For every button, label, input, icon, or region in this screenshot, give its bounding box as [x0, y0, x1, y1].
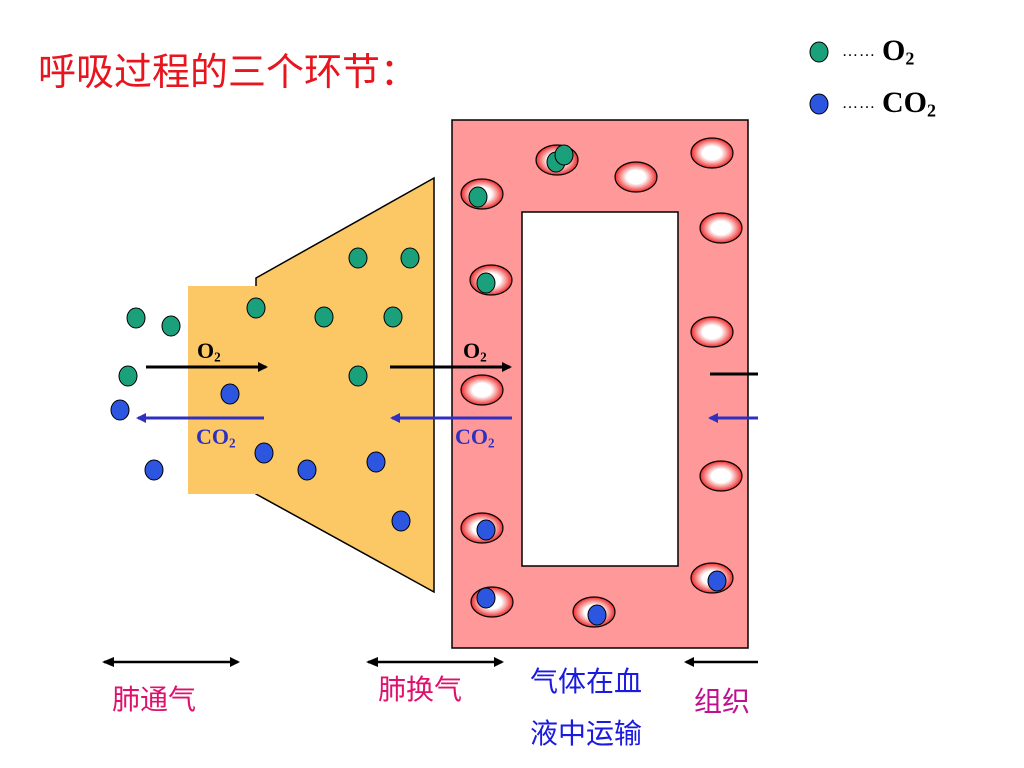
co2-molecule — [707, 570, 727, 592]
co2-molecule — [220, 383, 240, 405]
o2-molecule — [468, 186, 488, 208]
red-blood-cell — [699, 460, 743, 492]
legend-item-o2: …… O2 — [808, 34, 914, 70]
o2-molecule — [246, 297, 266, 319]
legend-label-o2: O2 — [882, 34, 915, 69]
gas-flow-arrows — [136, 362, 758, 423]
o2-label: O2 — [463, 338, 487, 365]
co2-molecule — [110, 399, 130, 421]
o2-molecule — [476, 272, 496, 294]
co2-label: CO2 — [196, 424, 236, 451]
red-blood-cell — [699, 212, 743, 244]
stage-label-tissue: 组织 — [694, 685, 751, 718]
co2-molecule — [254, 442, 274, 464]
legend-leader-dots: …… — [842, 94, 876, 112]
co2-molecule — [144, 459, 164, 481]
blue-dot-icon — [809, 93, 829, 115]
o2-molecule — [314, 306, 334, 328]
red-blood-cell — [460, 374, 504, 406]
o2-label: O2 — [197, 338, 221, 365]
stage-label-transport-line2: 液中运输 — [530, 717, 643, 750]
co2-label: CO2 — [455, 424, 495, 451]
o2-molecule — [348, 365, 368, 387]
o2-molecule — [126, 307, 146, 329]
co2-molecule — [587, 604, 607, 626]
red-blood-cell — [614, 161, 658, 193]
page-title: 呼吸过程的三个环节： — [38, 50, 419, 94]
o2-molecule — [554, 144, 574, 166]
o2-molecules — [118, 144, 574, 387]
o2-molecule — [118, 365, 138, 387]
lung-airway — [188, 176, 435, 594]
co2-molecule — [366, 451, 386, 473]
red-blood-cell — [690, 316, 734, 348]
o2-molecule — [400, 247, 420, 269]
co2-molecule — [391, 510, 411, 532]
co2-molecules — [110, 383, 727, 626]
red-blood-cell — [690, 137, 734, 169]
co2-molecule — [476, 519, 496, 541]
o2-molecule — [383, 306, 403, 328]
stage-label-lung-exchange: 肺换气 — [378, 673, 463, 706]
o2-molecule — [161, 315, 181, 337]
o2-molecule — [348, 247, 368, 269]
stage-label-ventilation: 肺通气 — [112, 683, 197, 716]
legend-item-co2: …… CO2 — [808, 86, 936, 122]
stage-label-transport-line1: 气体在血 — [530, 665, 643, 698]
co2-molecule — [297, 459, 317, 481]
green-dot-icon — [809, 41, 829, 63]
legend-label-co2: CO2 — [882, 86, 936, 121]
legend-leader-dots: …… — [842, 42, 876, 60]
co2-molecule — [476, 587, 496, 609]
